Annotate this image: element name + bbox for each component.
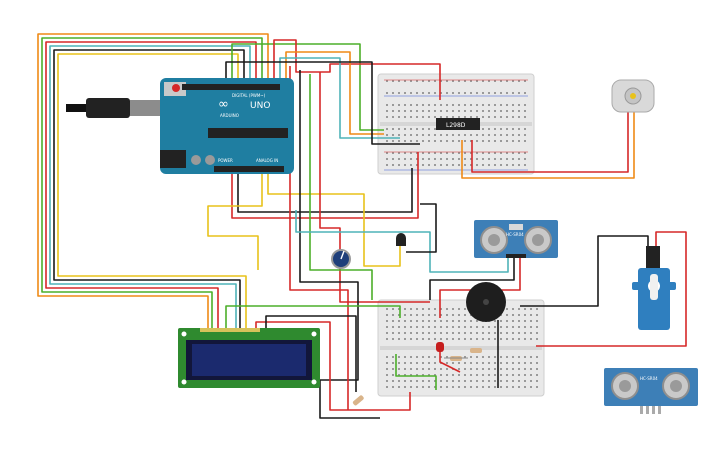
wire-yellow-ir (267, 172, 401, 267)
wire-black-loop (53, 49, 245, 330)
servo-motor[interactable] (632, 246, 676, 330)
ultrasonic-sensor-1[interactable]: HC-SR04 (474, 220, 558, 258)
wire-green-top (231, 43, 384, 131)
ultrasonic-1-label: HC-SR04 (506, 232, 524, 237)
usb-cable (66, 98, 160, 118)
wire-red-loop (45, 41, 257, 330)
wire-black-ir (406, 203, 437, 253)
wire-red-mid (289, 66, 349, 410)
wire-orange-loop (37, 33, 269, 330)
wire-teal-top (279, 57, 400, 139)
arduino-uno[interactable]: ∞ UNO ARDUINO DIGITAL (PWM~) POWER ANALO… (160, 78, 294, 174)
wire-black-power (237, 168, 413, 213)
arduino-analog-label: ANALOG IN (256, 158, 278, 163)
motor-driver-chip[interactable]: L298D (436, 118, 480, 130)
wire-green-lcd2 (225, 305, 401, 330)
potentiometer[interactable] (331, 249, 351, 269)
ir-receiver[interactable] (396, 233, 406, 246)
red-led[interactable] (436, 342, 444, 352)
resistor-3[interactable] (352, 395, 364, 407)
dc-motor[interactable] (611, 79, 655, 113)
wire-red-top (273, 39, 441, 100)
wire-red-led (439, 352, 461, 373)
arduino-brand-sub: ARDUINO (220, 113, 239, 118)
arduino-logo-icon: ∞ (218, 97, 229, 112)
wire-black-servo (520, 235, 649, 307)
ultrasonic-2-label: HC-SR04 (640, 376, 658, 381)
wire-black-mid (299, 70, 380, 419)
wire-yellow-loop (57, 53, 247, 330)
wire-red-servo (319, 72, 430, 303)
wire-orange-motor (461, 112, 635, 179)
wire-teal-loop (49, 45, 251, 330)
breadboard-bottom (377, 299, 545, 397)
wire-orange-top (285, 51, 384, 135)
wire-green-mid (309, 74, 373, 300)
arduino-digital-label: DIGITAL (PWM~) (232, 93, 266, 98)
lcd-display[interactable] (178, 328, 320, 388)
wire-red-lcd (255, 321, 411, 411)
resistor-2[interactable] (470, 348, 482, 353)
wire-red-servo2 (536, 231, 687, 347)
arduino-brand-label: UNO (250, 101, 270, 111)
wire-black-us (429, 258, 515, 300)
wire-black-lcd (265, 315, 357, 392)
motor-driver-label: L298D (446, 122, 466, 129)
resistor-1[interactable] (444, 356, 468, 361)
wires (37, 33, 687, 419)
arduino-power-label: POWER (218, 158, 233, 163)
wire-red-power (231, 152, 419, 219)
wire-green-led (395, 354, 437, 390)
wire-red-motor (471, 112, 629, 173)
wire-yellow-analog (207, 172, 263, 270)
piezo-buzzer[interactable] (466, 282, 506, 322)
ultrasonic-sensor-2[interactable]: HC-SR04 (604, 368, 698, 414)
wire-black-top (225, 61, 420, 145)
